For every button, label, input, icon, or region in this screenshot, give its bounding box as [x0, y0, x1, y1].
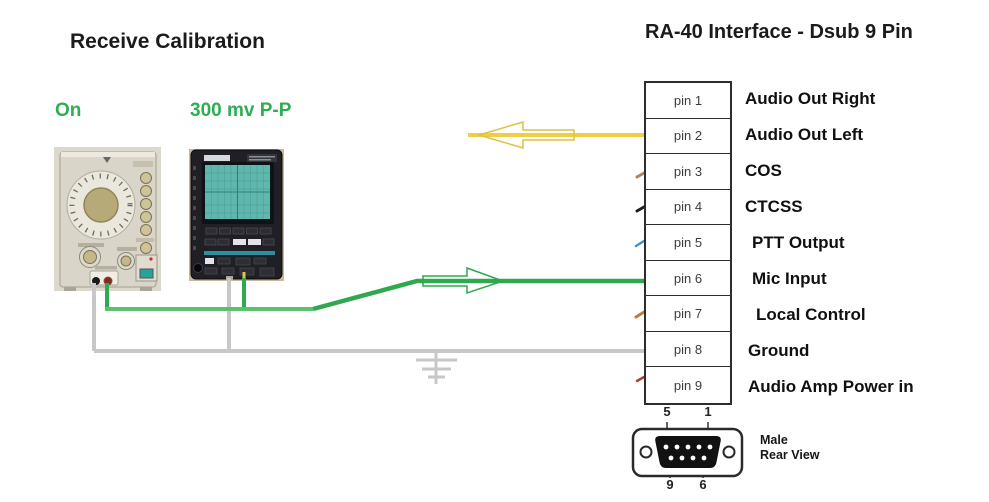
- pin-cell-3: pin 3: [646, 154, 730, 190]
- pin-cell-7: pin 7: [646, 296, 730, 332]
- page-title-right: RA-40 Interface - Dsub 9 Pin: [645, 21, 913, 43]
- connector-caption-line1: Male: [760, 433, 788, 447]
- generator-state-note: On: [55, 100, 82, 121]
- pin1-function: Audio Out Right: [745, 89, 876, 108]
- signal-generator-photo: [54, 147, 161, 291]
- ground-symbol: [416, 351, 457, 384]
- pin6-function: Mic Input: [752, 269, 827, 288]
- connector-num-9: 9: [666, 477, 674, 492]
- pin4-stub: [635, 205, 646, 213]
- pin-cell-8: pin 8: [646, 332, 730, 368]
- connector-pin-holes: [663, 444, 713, 461]
- pin9-stub: [635, 375, 646, 383]
- green-arrow-right-icon: [422, 266, 506, 295]
- pin3-function: COS: [745, 161, 782, 180]
- pin-cell-9: pin 9: [673, 377, 703, 393]
- page-title-left: Receive Calibration: [70, 30, 265, 53]
- pin-cell-6: pin 6: [646, 261, 730, 297]
- pin-cell-5: pin 5: [646, 225, 730, 261]
- scope-level-note: 300 mv P-P: [190, 100, 292, 121]
- pin4-function: CTCSS: [745, 197, 803, 216]
- dsub9-connector-drawing: [631, 422, 744, 478]
- connector-num-5: 5: [663, 404, 671, 419]
- connector-num-6: 6: [699, 477, 707, 492]
- pin-function-labels: Audio Out Right Audio Out Left COS CTCSS…: [745, 81, 914, 405]
- gray-ground-wire: [92, 278, 647, 353]
- connector-num-1: 1: [704, 404, 712, 419]
- green-signal-wire: [105, 278, 647, 312]
- connector-caption-line2: Rear View: [760, 448, 820, 462]
- pin3-stub: [635, 171, 646, 179]
- pin-cell-1: pin 1: [646, 83, 730, 119]
- yellow-arrow-left-icon: [476, 120, 575, 150]
- pin-cell-2: pin 2: [646, 119, 730, 155]
- oscilloscope-photo: [189, 149, 284, 281]
- pin8-function: Ground: [748, 341, 810, 360]
- pin-wire-stubs: [634, 171, 646, 383]
- pin5-stub: [634, 239, 646, 248]
- pin2-function: Audio Out Left: [745, 125, 864, 144]
- pin5-function: PTT Output: [752, 233, 845, 252]
- pin-cell-4: pin 4: [646, 190, 730, 226]
- pin-table: pin 1 pin 2 pin 3 pin 4 pin 5 pin 6 pin …: [644, 81, 732, 405]
- pin7-function: Local Control: [756, 305, 866, 324]
- connector-caption: Male Rear View: [760, 433, 820, 463]
- pin9-function: Audio Amp Power in: [748, 377, 914, 396]
- pin7-stub: [634, 310, 646, 319]
